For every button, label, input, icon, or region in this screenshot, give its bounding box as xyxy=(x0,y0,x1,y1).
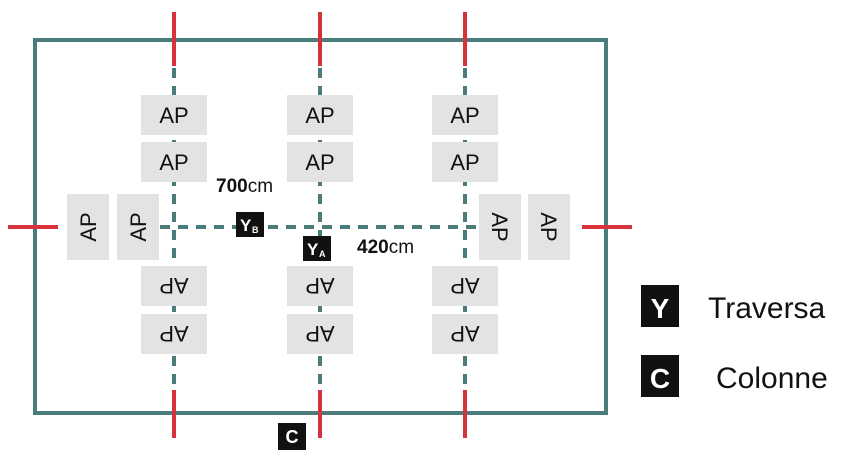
badge-yb-sub: B xyxy=(252,225,259,235)
ap-label: AP xyxy=(305,321,334,346)
ap-label: AP xyxy=(305,103,334,128)
ap-label: AP xyxy=(305,150,334,175)
legend-key-y: Y xyxy=(651,293,670,324)
ap-box: AP xyxy=(141,95,207,135)
ap-rotated-left-group: AP AP xyxy=(67,194,159,260)
ap-box: AP xyxy=(117,194,159,260)
ap-label: AP xyxy=(450,150,479,175)
badge-c-letter: C xyxy=(286,427,299,447)
ap-box: AP xyxy=(287,142,353,182)
dimension-horizontal-value: 700 xyxy=(216,176,248,197)
ap-label: AP xyxy=(159,103,188,128)
badge-ya: Y A xyxy=(303,236,331,261)
legend-label-colonne: Colonne xyxy=(716,362,828,395)
dimension-horizontal: 700cm xyxy=(216,176,273,197)
ap-label: AP xyxy=(450,273,479,298)
ap-box: AP xyxy=(432,142,498,182)
ap-label: AP xyxy=(487,212,512,241)
badge-c: C xyxy=(278,423,306,450)
legend-key-c: C xyxy=(650,363,670,394)
badge-yb-letter: Y xyxy=(240,216,252,235)
dimension-vertical-value: 420 xyxy=(357,237,389,258)
legend-item-traversa: Y Traversa xyxy=(641,285,826,327)
ap-box: AP xyxy=(432,95,498,135)
ap-box: AP xyxy=(141,142,207,182)
ap-label: AP xyxy=(159,150,188,175)
ap-upright-group: AP AP AP AP AP AP xyxy=(141,95,498,182)
ap-label: AP xyxy=(126,212,151,241)
ap-label: AP xyxy=(305,273,334,298)
ap-label: AP xyxy=(450,321,479,346)
ap-label: AP xyxy=(159,273,188,298)
ap-box: AP xyxy=(287,95,353,135)
ap-box: AP xyxy=(479,194,521,260)
badge-ya-letter: Y xyxy=(307,240,319,259)
ap-box: AP xyxy=(67,194,109,260)
ap-label: AP xyxy=(159,321,188,346)
ap-inverted-group: AP AP AP AP AP AP xyxy=(141,266,498,354)
dimension-horizontal-unit: cm xyxy=(248,176,273,197)
dimension-vertical-unit: cm xyxy=(389,237,414,258)
ap-box: AP xyxy=(287,314,353,354)
badge-ya-sub: A xyxy=(319,249,326,259)
ap-box: AP xyxy=(141,314,207,354)
ap-box: AP xyxy=(141,266,207,306)
dimension-vertical: 420cm xyxy=(357,237,414,258)
ap-box: AP xyxy=(287,266,353,306)
badge-yb: Y B xyxy=(236,212,264,237)
ap-label: AP xyxy=(450,103,479,128)
legend: Y Traversa C Colonne xyxy=(641,285,828,397)
ap-box: AP xyxy=(432,314,498,354)
ap-box: AP xyxy=(432,266,498,306)
ap-label: AP xyxy=(76,212,101,241)
column-marks xyxy=(8,12,632,438)
ap-rotated-right-group: AP AP xyxy=(479,194,570,260)
ap-box: AP xyxy=(528,194,570,260)
legend-label-traversa: Traversa xyxy=(708,292,826,325)
ap-label: AP xyxy=(536,212,561,241)
legend-item-colonne: C Colonne xyxy=(641,355,828,397)
